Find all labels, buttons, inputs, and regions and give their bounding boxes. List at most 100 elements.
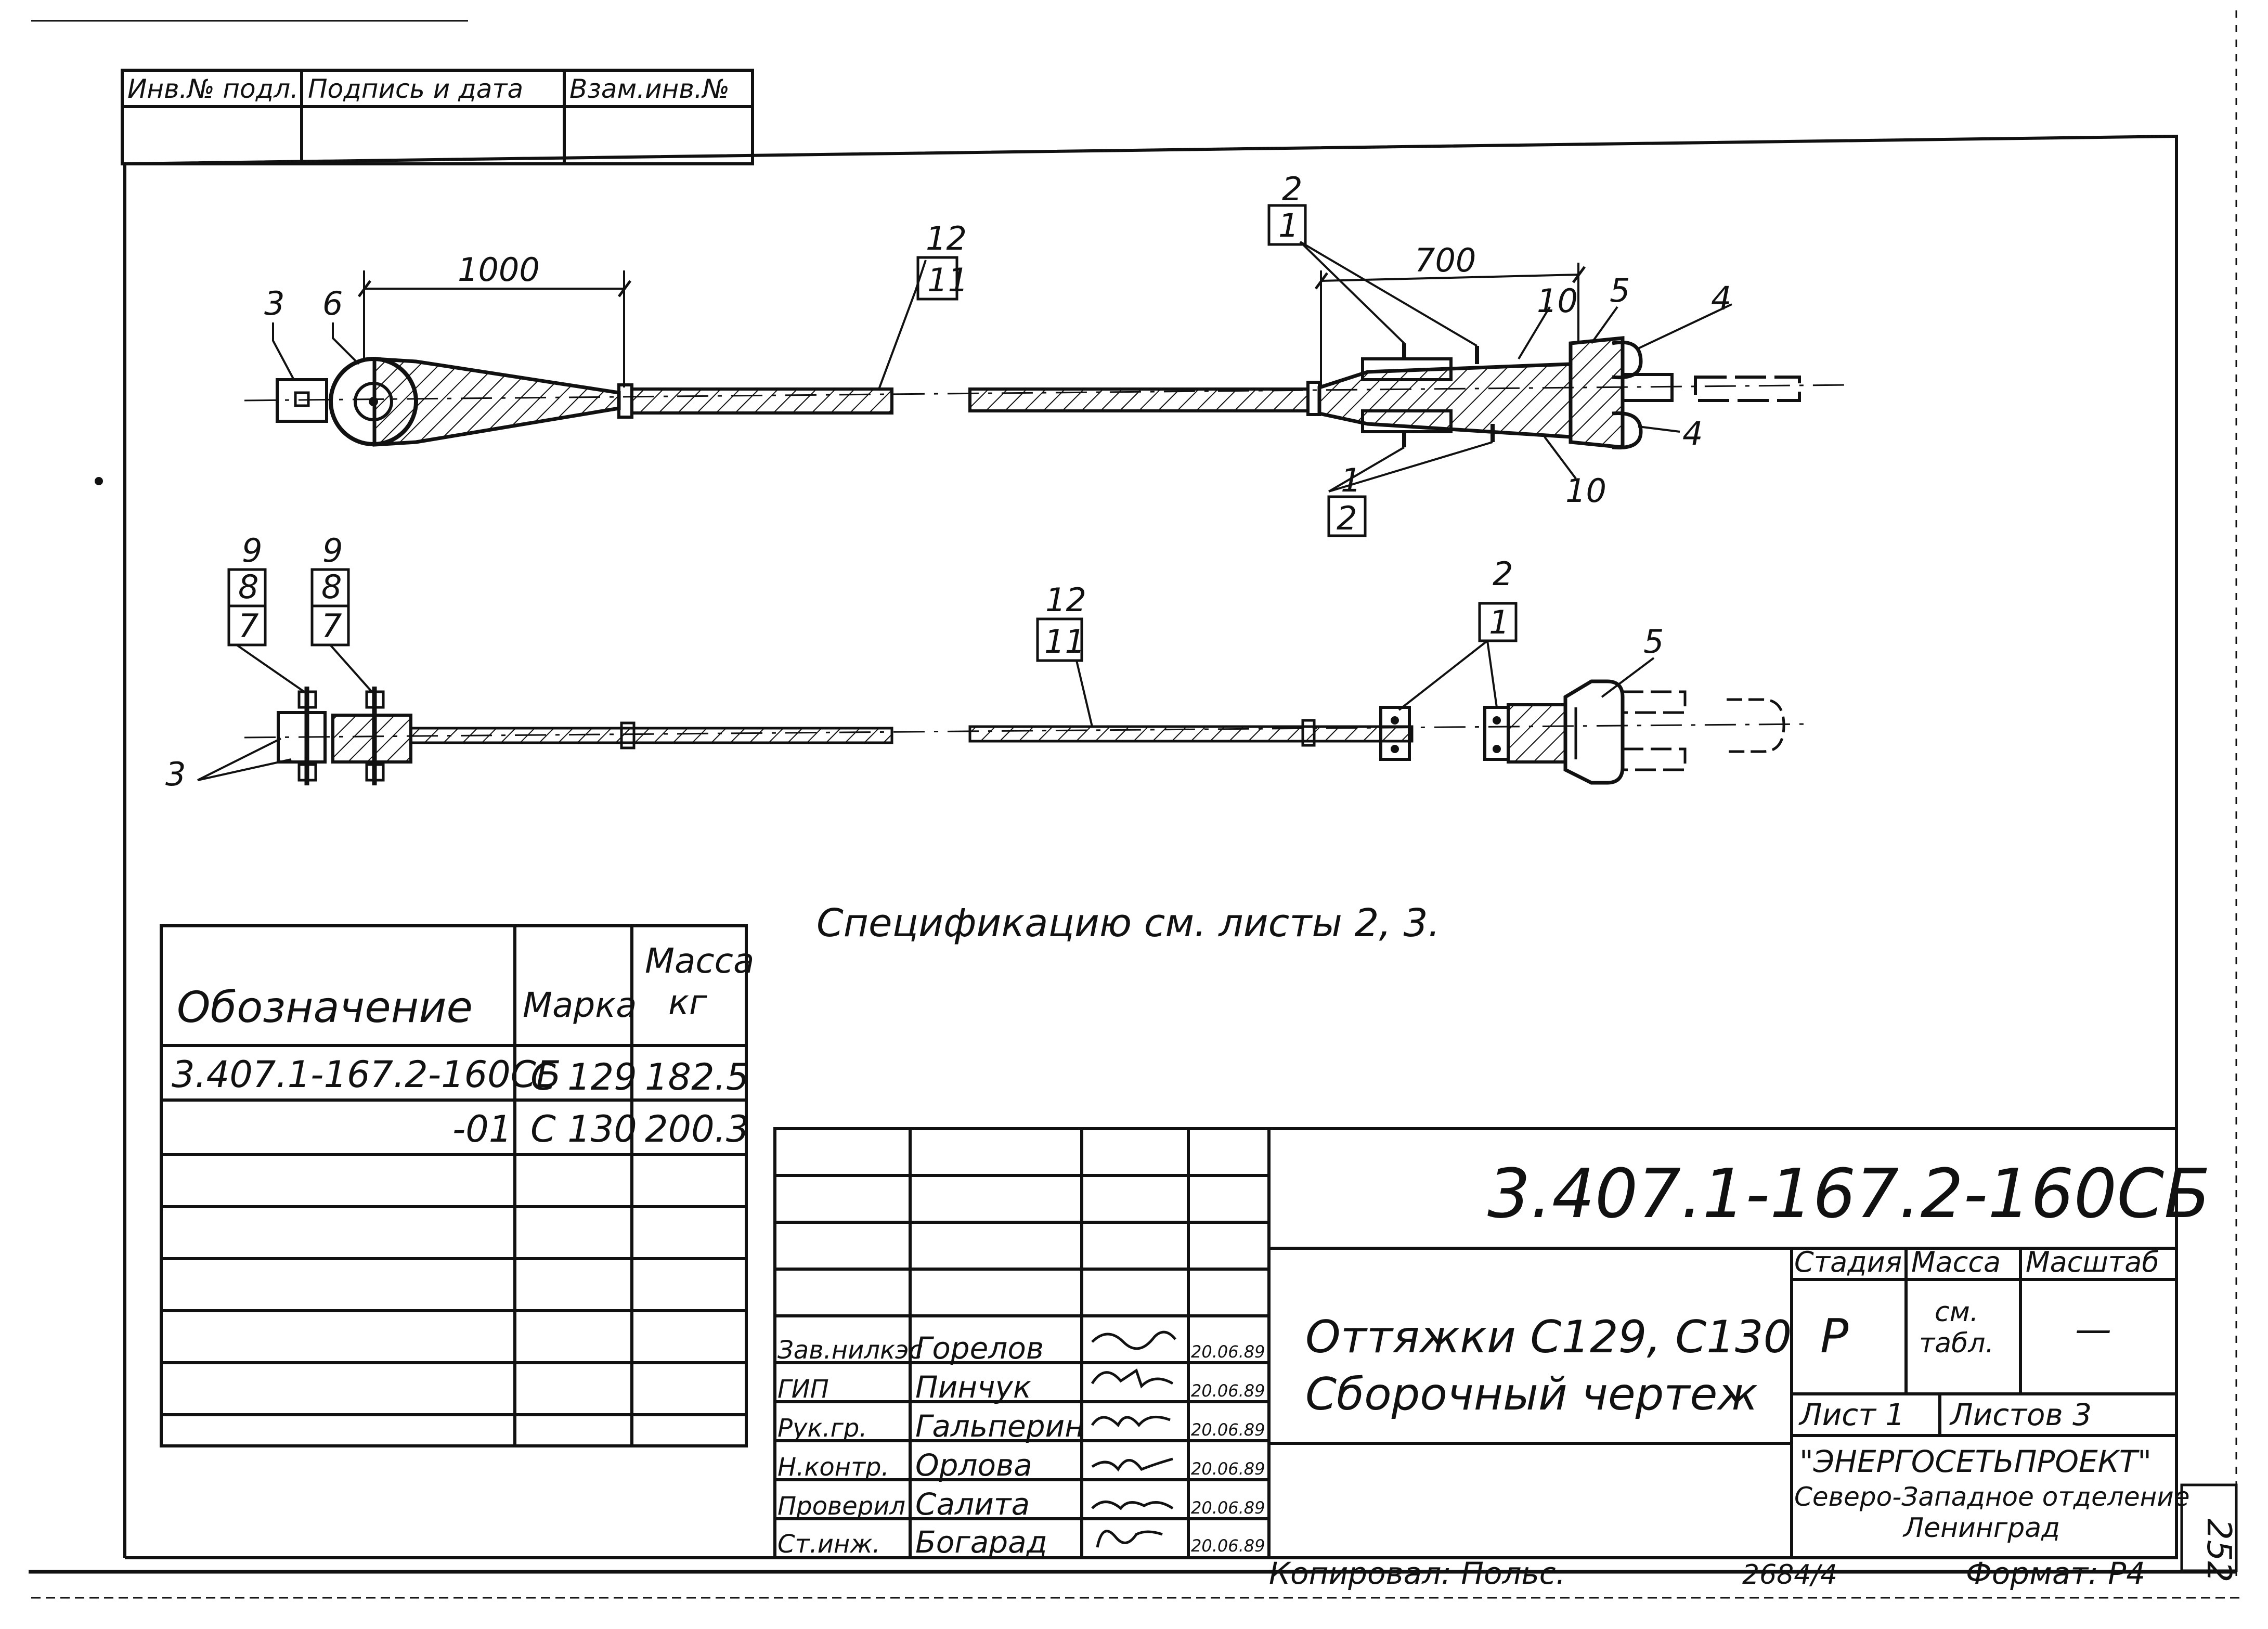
signature-date: 20.06.89 (1191, 1459, 1265, 1479)
clamp-assembly (1317, 362, 1573, 439)
callout-box-1-top (1267, 204, 1307, 246)
side-rod-left (409, 727, 893, 744)
callout-box-11 (916, 256, 958, 301)
callout-12: 12 (926, 219, 967, 257)
table-row-2-designation: -01 (452, 1108, 512, 1150)
copied-by: Копировал: Польс. (1269, 1556, 1565, 1591)
callout-3-side: 3 (165, 755, 186, 793)
signature-name: Орлова (915, 1447, 1032, 1483)
stage-value: Р (1820, 1309, 1849, 1364)
shackle-phantom (1694, 376, 1801, 402)
cable-loop (372, 357, 621, 447)
callout-2-side: 2 (1493, 555, 1513, 593)
signature-role: Ст.инж. (777, 1530, 880, 1559)
side-insulator-5 (1563, 679, 1625, 785)
top-view (244, 241, 1852, 493)
stage-label: Стадия (1794, 1246, 1902, 1278)
callout-1-bottom: 1 (1341, 461, 1361, 499)
signature-date: 20.06.89 (1191, 1420, 1265, 1440)
callout-12-side: 12 (1045, 581, 1086, 619)
signature-date: 20.06.89 (1191, 1381, 1265, 1401)
scale-label: Масштаб (2026, 1246, 2159, 1278)
sheets-total: Листов 3 (1949, 1397, 2092, 1432)
callout-9-b: 9 (322, 532, 343, 570)
table-row-2-mark: С 130 (530, 1108, 637, 1150)
callout-10-top: 10 (1537, 282, 1578, 320)
format-label: Формат: Р4 (1966, 1556, 2145, 1591)
signature-date: 20.06.89 (1191, 1342, 1265, 1362)
organization-city: Ленинград (1902, 1512, 2060, 1544)
callout-4-bottom: 4 (1682, 415, 1703, 452)
specification-note: Спецификацию см. листы 2, 3. (817, 901, 1440, 946)
callout-2-top: 2 (1282, 170, 1302, 208)
document-code: 3.407.1-167.2-160СБ (1487, 1154, 2210, 1233)
signature-name: Горелов (915, 1330, 1044, 1366)
callout-7-b: 7 (321, 607, 342, 645)
dimension-1000: 1000 (458, 251, 540, 289)
callout-3: 3 (264, 285, 284, 322)
dimension-700: 700 (1415, 241, 1476, 279)
signature-name: Салита (915, 1486, 1030, 1522)
organization-branch: Северо-Западное отделение (1794, 1482, 2190, 1512)
callout-11-side: 11 (1044, 623, 1085, 661)
signature-date: 20.06.89 (1191, 1498, 1265, 1518)
table-row-1-mass: 182.5 (645, 1056, 749, 1098)
callout-5-side: 5 (1643, 623, 1664, 661)
stamp-header-signature: Подпись и дата (308, 74, 523, 104)
callout-8-b: 8 (321, 568, 342, 606)
registration-dot (95, 477, 103, 485)
document-title: Оттяжки С129, С130 (1305, 1311, 1792, 1363)
table-row-1-mark: С 129 (530, 1056, 637, 1098)
archive-stamp (121, 69, 754, 165)
signature-role: Н.контр. (777, 1453, 889, 1482)
signature-name: Пинчук (915, 1369, 1031, 1405)
table-header-mark: Марка (523, 985, 637, 1025)
signature-role: Зав.нилкэс (777, 1336, 923, 1365)
side-rod-right (968, 725, 1414, 743)
signature-date: 20.06.89 (1191, 1536, 1265, 1556)
title-block (773, 1127, 2178, 1559)
rod-right (968, 387, 1310, 412)
table-row-2-mass: 200.3 (645, 1108, 749, 1150)
insulator-5 (1569, 336, 1625, 449)
page-number: 252 (2199, 1519, 2238, 1582)
page-number-box: 252 (2180, 1483, 2238, 1582)
stamp-header-inv: Инв.№ подл. (127, 74, 299, 104)
side-shackle-phantom (1727, 698, 1785, 753)
table-header-mass: Масса (645, 941, 754, 981)
callout-8-a: 8 (238, 568, 258, 606)
callout-6: 6 (322, 285, 343, 322)
signature-rows: Зав.нилкэс Горелов 20.06.89 ГИП Пинчук 2… (777, 1330, 1265, 1560)
scale-value: — (2075, 1308, 2111, 1351)
table-header-designation: Обозначение (177, 983, 473, 1032)
callout-10-bottom: 10 (1565, 472, 1606, 510)
callout-1-side: 1 (1489, 603, 1509, 641)
plate-3 (277, 711, 327, 764)
side-clamp-a (1379, 706, 1411, 761)
mass-label: Масса (1911, 1246, 2001, 1278)
table-row-1-designation: 3.407.1-167.2-160СБ (172, 1053, 561, 1096)
callout-box-2-bottom (1327, 495, 1367, 537)
rod-left (630, 387, 893, 415)
organization-name: "ЭНЕРГОСЕТЬПРОЕКТ" (1799, 1444, 2152, 1479)
callout-7-a: 7 (238, 607, 258, 645)
callout-1-top: 1 (1278, 206, 1299, 244)
sheet-number: Лист 1 (1798, 1397, 1904, 1432)
signature-role: ГИП (777, 1375, 829, 1404)
side-view (197, 640, 1810, 785)
signature-name: Гальперин (915, 1408, 1084, 1444)
order-number: 2684/4 (1742, 1559, 1837, 1591)
mass-value-line2: табл. (1919, 1328, 1994, 1359)
table-header-mass-unit: кг (668, 982, 707, 1023)
mass-value-line1: см. (1935, 1297, 1978, 1328)
signature-role: Рук.гр. (777, 1414, 867, 1443)
callout-2-bottom: 2 (1337, 499, 1357, 537)
callout-4-top: 4 (1711, 279, 1731, 317)
callout-9-a: 9 (242, 532, 262, 570)
bracket-3 (276, 378, 328, 423)
signature-role: Проверил (777, 1492, 905, 1521)
callout-11: 11 (927, 261, 968, 299)
sheet-frame (29, 10, 2241, 1599)
signature-name: Богарад (915, 1524, 1047, 1560)
